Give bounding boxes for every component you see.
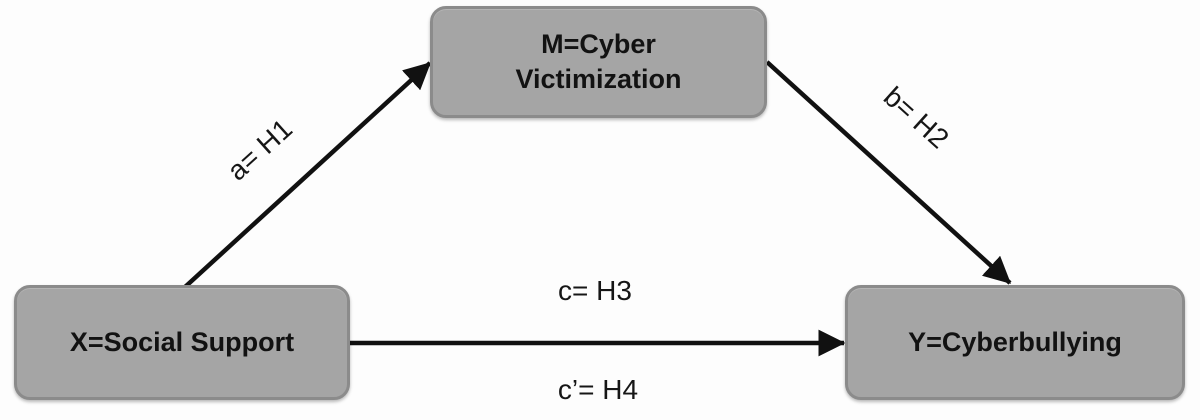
- node-mediator-label-line2: Victimization: [515, 64, 682, 94]
- path-c-label: c= H3: [558, 275, 632, 306]
- path-b-arrow: [765, 60, 1012, 285]
- node-predictor: X=Social Support: [14, 285, 350, 400]
- path-c-prime-label: c’= H4: [557, 374, 639, 405]
- node-outcome: Y=Cyberbullying: [845, 285, 1185, 400]
- path-a-arrow: [183, 61, 432, 289]
- node-mediator: M=Cyber Victimization: [430, 6, 767, 118]
- node-predictor-label: X=Social Support: [69, 326, 295, 357]
- node-outcome-label: Y=Cyberbullying: [908, 326, 1122, 357]
- node-mediator-label-line1: M=Cyber: [541, 28, 656, 59]
